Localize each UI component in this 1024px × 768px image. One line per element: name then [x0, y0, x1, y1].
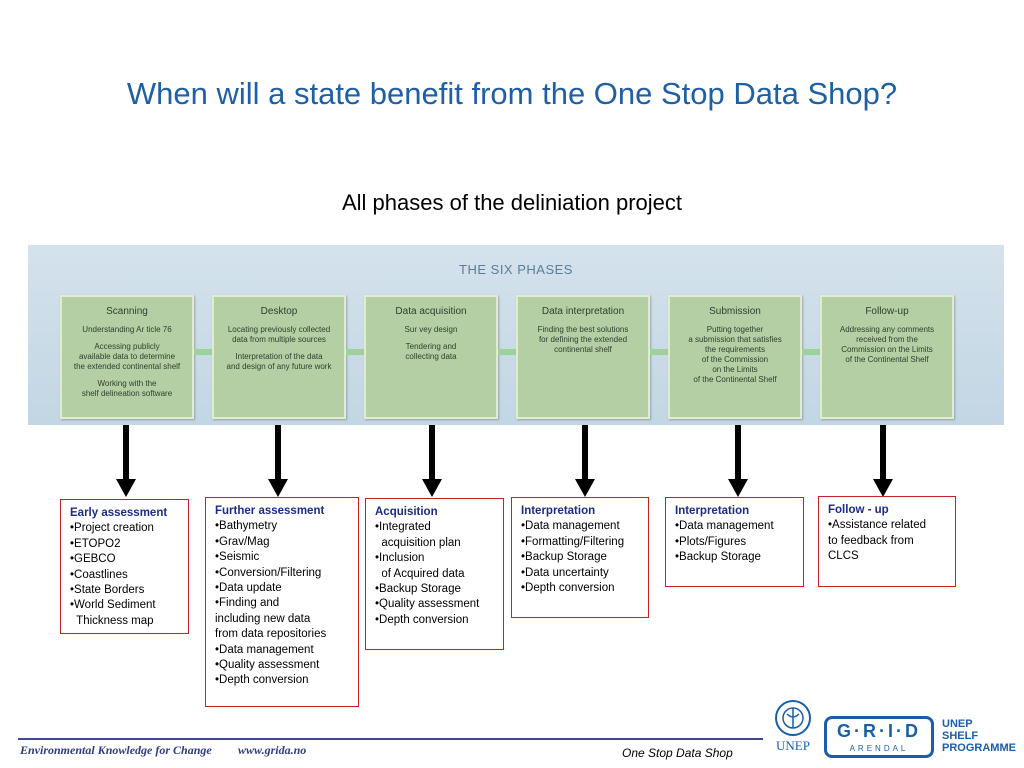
down-arrow-icon [873, 425, 893, 497]
box-list-item: acquisition plan [375, 536, 461, 549]
box-list-item: to feedback from [828, 534, 914, 547]
phase-title: Submission [709, 306, 761, 317]
down-arrow-icon [575, 425, 595, 497]
phase-description: Finding the best solutions for defining … [518, 325, 648, 355]
arendal-logo-text: ARENDAL [849, 744, 909, 753]
footer-divider [18, 738, 763, 740]
phase-description: Addressing any comments received from th… [822, 325, 952, 365]
box-list-item: •Bathymetry [215, 520, 278, 533]
unep-logo-text: UNEP [776, 738, 810, 753]
box-heading: Follow - up [828, 504, 889, 516]
box-list-item: •World Sediment [70, 599, 156, 612]
box-list-item: •Depth conversion [521, 582, 615, 595]
box-heading: Interpretation [521, 505, 596, 517]
phase-line: Addressing any comments received from th… [839, 325, 935, 364]
grid-logo-text: G·R·I·D [837, 721, 921, 741]
footer-url: www.grida.no [238, 743, 307, 757]
shelf-programme-logo: UNEP SHELF PROGRAMME [942, 718, 1016, 754]
phase-line: Sur vey design [404, 325, 458, 334]
phase-title: Scanning [106, 306, 148, 317]
phase-description: Understanding Ar ticle 76 Accessing publi… [62, 325, 192, 399]
box-list-item: including new data [215, 612, 311, 625]
phase-title: Desktop [260, 306, 298, 317]
phase-line: Tendering and collecting data [405, 342, 457, 361]
phase-line: Finding the best solutions for defining … [537, 325, 629, 354]
box-list-item: •State Borders [70, 584, 145, 597]
box-list-item: •Backup Storage [521, 551, 607, 564]
box-list-item: CLCS [828, 550, 859, 563]
phase-detail-box: Further assessment •Bathymetry •Grav/Mag •S… [205, 497, 359, 707]
box-list-item: •Data management [675, 520, 774, 533]
down-arrow-icon [268, 425, 288, 497]
phase-line: Accessing publicly available data to det… [73, 342, 181, 371]
footer-title: One Stop Data Shop [622, 746, 733, 760]
box-list-item: •Inclusion [375, 552, 425, 565]
down-arrow-icon [116, 425, 136, 497]
box-list-item: •Formatting/Filtering [521, 535, 625, 548]
programme-line: SHELF [942, 730, 979, 742]
box-list-item: •Assistance related [828, 519, 926, 532]
box-list-item: •Data management [215, 643, 314, 656]
box-list-item: •Data update [215, 582, 282, 595]
box-list-item: •Data management [521, 520, 620, 533]
box-list-item: •Quality assessment [215, 659, 320, 672]
grid-arendal-logo: G·R·I·D ARENDAL [824, 716, 934, 758]
box-heading: Acquisition [375, 506, 438, 518]
phase-detail-box: Acquisition •Integrated acquisition plan •… [365, 498, 504, 650]
programme-line: PROGRAMME [942, 742, 1016, 754]
phase-detail-box: Early assessment •Project creation •ETOPO2… [60, 499, 189, 634]
phase-description: Putting together a submission that satis… [670, 325, 800, 385]
box-list-item: •GEBCO [70, 553, 116, 566]
slide-subtitle: All phases of the deliniation project [342, 190, 682, 215]
box-list-item: •Quality assessment [375, 598, 480, 611]
box-list-item: •Grav/Mag [215, 535, 270, 548]
phase-title: Follow-up [865, 306, 909, 317]
box-list-item: •Coastlines [70, 568, 128, 581]
box-list-item: •Finding and [215, 597, 280, 610]
banner-title: THE SIX PHASES [459, 262, 573, 277]
box-list-item: •Depth conversion [375, 613, 469, 626]
phase-line: Working with the shelf delineation softw… [81, 379, 173, 398]
box-list-item: of Acquired data [375, 567, 465, 580]
box-list-item: Thickness map [70, 614, 154, 627]
phase-line: Locating previously collected data from … [227, 325, 331, 344]
box-list-item: •Project creation [70, 522, 154, 535]
box-list-item: from data repositories [215, 628, 327, 641]
phase-line: Putting together a submission that satis… [688, 325, 782, 384]
box-heading: Interpretation [675, 505, 750, 517]
footer-tagline: Environmental Knowledge for Change [20, 743, 212, 757]
box-heading: Further assessment [215, 505, 325, 517]
box-heading: Early assessment [70, 507, 168, 519]
box-list-item: •Backup Storage [375, 583, 461, 596]
box-list-item: •Depth conversion [215, 674, 309, 687]
unep-logo: UNEP [775, 700, 811, 753]
slide-title: When will a state benefit from the One S… [126, 76, 898, 111]
box-list-item: •Seismic [215, 551, 260, 564]
box-list-item: •Backup Storage [675, 551, 761, 564]
box-list-item: •Conversion/Filtering [215, 566, 322, 579]
phase-description: Locating previously collected data from … [214, 325, 344, 372]
phase-title: Data acquisition [395, 306, 467, 317]
down-arrow-icon [422, 425, 442, 497]
phase-detail-box: Follow - up •Assistance related to feedbac… [818, 496, 956, 587]
phase-detail-box: Interpretation •Data management •Formattin… [511, 497, 649, 618]
programme-line: UNEP [942, 718, 973, 730]
down-arrow-icon [728, 425, 748, 497]
phase-detail-box: Interpretation •Data management •Plots/Fig… [665, 497, 804, 587]
phase-line: Interpretation of the data and design of… [226, 352, 332, 371]
box-list-item: •ETOPO2 [70, 537, 121, 550]
box-list-item: •Plots/Figures [675, 535, 747, 548]
box-list-item: •Integrated [375, 521, 431, 534]
phase-title: Data interpretation [541, 306, 625, 317]
box-list-item: •Data uncertainty [521, 566, 609, 579]
phase-line: Understanding Ar ticle 76 [82, 325, 172, 334]
